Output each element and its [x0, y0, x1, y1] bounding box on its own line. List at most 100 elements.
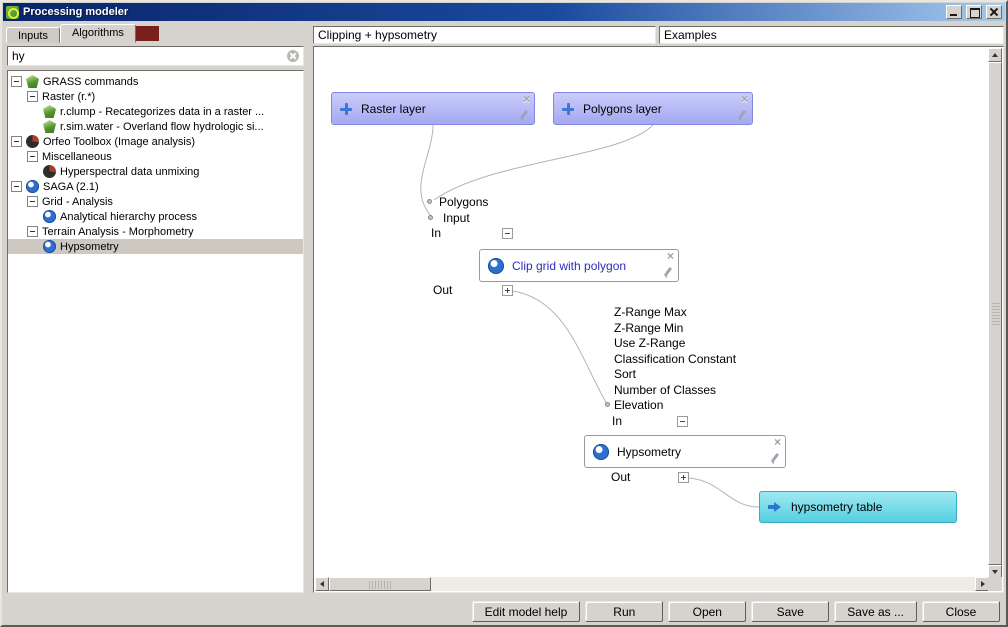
tree-item-miscellaneous[interactable]: Miscellaneous: [8, 149, 303, 164]
node-label: Raster layer: [361, 101, 426, 116]
tree-item-label: Hypsometry: [60, 240, 119, 253]
tree-item-label: GRASS commands: [43, 75, 139, 88]
param-label-number-of-classes: Number of Classes: [614, 383, 717, 397]
port-label-polygons: Polygons: [439, 195, 489, 209]
node-hypsometry-table-output[interactable]: hypsometry table: [759, 491, 957, 523]
saga-icon: [43, 210, 56, 223]
port-group-label-out: Out: [433, 283, 453, 297]
edit-model-help-button[interactable]: Edit model help: [471, 601, 581, 622]
delete-icon[interactable]: ×: [522, 92, 530, 106]
vertical-scrollbar[interactable]: [988, 48, 1002, 579]
clear-search-icon[interactable]: [287, 50, 299, 62]
search-input[interactable]: hy: [7, 46, 304, 66]
tree-item-saga[interactable]: SAGA (2.1): [8, 179, 303, 194]
node-label: Hypsometry: [617, 444, 682, 459]
tree-item-label: r.sim.water - Overland flow hydrologic s…: [60, 120, 264, 133]
algorithm-tree: GRASS commands Raster (r.*) r.clump - Re…: [7, 70, 304, 593]
vertical-scroll-thumb[interactable]: [988, 62, 1002, 565]
delete-icon[interactable]: ×: [666, 249, 674, 263]
grass-icon: [43, 105, 56, 118]
tree-item-label: r.clump - Recategorizes data in a raster…: [60, 105, 265, 118]
collapse-expander-icon[interactable]: [11, 181, 22, 192]
tree-item-orfeo-toolbox[interactable]: Orfeo Toolbox (Image analysis): [8, 134, 303, 149]
minimize-button[interactable]: [946, 5, 962, 19]
saga-icon: [488, 257, 504, 274]
edit-icon[interactable]: [662, 267, 673, 278]
horizontal-scroll-thumb[interactable]: [329, 577, 431, 591]
collapse-expander-icon[interactable]: [11, 76, 22, 87]
collapse-inputs-icon[interactable]: [502, 228, 513, 239]
node-hypsometry[interactable]: Hypsometry ×: [584, 435, 786, 468]
port-group-label-out: Out: [611, 470, 631, 484]
tree-item-grass-commands[interactable]: GRASS commands: [8, 74, 303, 89]
collapse-expander-icon[interactable]: [27, 226, 38, 237]
tree-item-rclump[interactable]: r.clump - Recategorizes data in a raster…: [8, 104, 303, 119]
run-button[interactable]: Run: [585, 601, 664, 622]
tree-item-hyperspectral-unmixing[interactable]: Hyperspectral data unmixing: [8, 164, 303, 179]
expand-outputs-icon[interactable]: [502, 285, 513, 296]
collapse-expander-icon[interactable]: [11, 136, 22, 147]
grass-icon: [43, 120, 56, 133]
tree-item-analytical-hierarchy[interactable]: Analytical hierarchy process: [8, 209, 303, 224]
canvas-surface: Raster layer × Polygons layer × Polygons…: [315, 48, 989, 578]
window-title: Processing modeler: [23, 6, 129, 18]
delete-icon[interactable]: ×: [740, 92, 748, 106]
collapse-expander-icon[interactable]: [27, 91, 38, 102]
tab-algorithms[interactable]: Algorithms: [59, 24, 136, 43]
plus-icon: [340, 102, 352, 115]
node-raster-layer[interactable]: Raster layer ×: [331, 92, 535, 125]
delete-icon[interactable]: ×: [773, 435, 781, 449]
tree-item-raster-group[interactable]: Raster (r.*): [8, 89, 303, 104]
grass-icon: [26, 75, 39, 88]
tree-item-label: Miscellaneous: [42, 150, 112, 163]
model-canvas: Raster layer × Polygons layer × Polygons…: [313, 46, 1004, 593]
tree-item-grid-analysis[interactable]: Grid - Analysis: [8, 194, 303, 209]
scrollbar-corner: [988, 577, 1002, 591]
node-polygons-layer[interactable]: Polygons layer ×: [553, 92, 753, 125]
edit-icon[interactable]: [736, 110, 747, 121]
scroll-up-icon[interactable]: [988, 48, 1002, 62]
param-label-elevation: Elevation: [614, 398, 664, 412]
save-as-button[interactable]: Save as ...: [834, 601, 917, 622]
scroll-right-icon[interactable]: [975, 577, 989, 591]
saga-icon: [26, 180, 39, 193]
node-label: Polygons layer: [583, 101, 662, 116]
close-window-button[interactable]: [986, 5, 1002, 19]
tree-item-label: Terrain Analysis - Morphometry: [42, 225, 194, 238]
tree-item-label: SAGA (2.1): [43, 180, 99, 193]
tab-inputs[interactable]: Inputs: [6, 27, 60, 43]
horizontal-scrollbar[interactable]: [315, 577, 989, 591]
edit-icon[interactable]: [518, 110, 529, 121]
maximize-button[interactable]: [966, 5, 982, 19]
port-anchor-elevation: [605, 402, 610, 407]
node-clip-grid-with-polygon[interactable]: Clip grid with polygon ×: [479, 249, 679, 282]
save-button[interactable]: Save: [751, 601, 830, 622]
model-group-input[interactable]: Examples: [659, 26, 1004, 44]
edge-clip-to-elevation: [512, 290, 608, 405]
collapse-expander-icon[interactable]: [27, 196, 38, 207]
model-name-input[interactable]: Clipping + hypsometry: [313, 26, 656, 44]
tree-item-terrain-analysis[interactable]: Terrain Analysis - Morphometry: [8, 224, 303, 239]
expand-outputs-icon[interactable]: [678, 472, 689, 483]
tree-item-hypsometry[interactable]: Hypsometry: [8, 239, 303, 254]
collapse-inputs-icon[interactable]: [677, 416, 688, 427]
edit-icon[interactable]: [769, 453, 780, 464]
left-panel-tabs: Inputs Algorithms: [6, 24, 136, 43]
saga-icon: [43, 240, 56, 253]
footer-buttons: Edit model help Run Open Save Save as ..…: [2, 601, 1000, 623]
node-label: Clip grid with polygon: [512, 258, 627, 273]
param-label-z-range-min: Z-Range Min: [614, 321, 684, 335]
qgis-icon: [6, 5, 19, 19]
otb-icon: [26, 135, 39, 148]
port-anchor-polygons: [427, 199, 432, 204]
collapse-expander-icon[interactable]: [27, 151, 38, 162]
tree-item-label: Analytical hierarchy process: [60, 210, 197, 223]
output-arrow-icon: [768, 502, 782, 512]
close-button[interactable]: Close: [922, 601, 1000, 622]
tree-item-label: Hyperspectral data unmixing: [60, 165, 200, 178]
open-button[interactable]: Open: [668, 601, 747, 622]
tree-item-rsimwater[interactable]: r.sim.water - Overland flow hydrologic s…: [8, 119, 303, 134]
scroll-left-icon[interactable]: [315, 577, 329, 591]
titlebar[interactable]: Processing modeler: [3, 3, 1005, 21]
